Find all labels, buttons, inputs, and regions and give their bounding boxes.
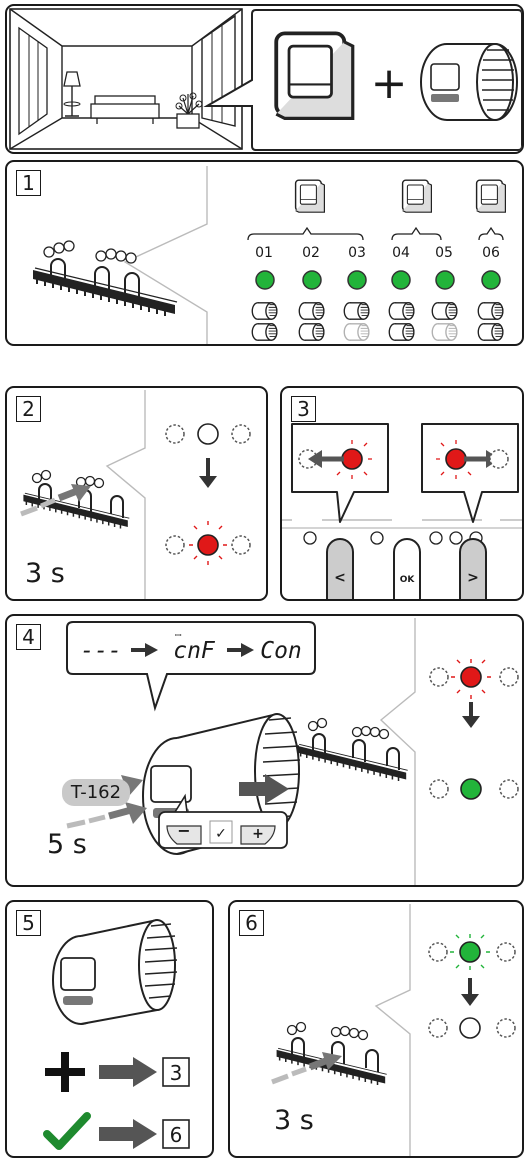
led-off-to-red-sequence	[165, 423, 251, 565]
led-off-icon	[197, 423, 219, 445]
step-number: 6	[239, 910, 264, 936]
plus-key-icon: +	[252, 826, 264, 842]
led-off-icon	[459, 1017, 481, 1039]
display-value-connected: Con	[260, 638, 302, 664]
done-row: 6	[43, 1112, 190, 1150]
prev-button-label: <	[334, 570, 346, 586]
led-green-icon	[459, 941, 481, 963]
done-check-icon	[43, 1112, 91, 1150]
step-number: 4	[16, 624, 41, 650]
channel-label: 03	[348, 245, 366, 261]
actuator-registration-illustration: ꟷ	[66, 618, 519, 885]
controller-press-illustration	[271, 904, 411, 1156]
display-sequence: --- cnF Con − ✓ +	[80, 638, 302, 842]
display-value-config: cnF	[173, 638, 216, 664]
add-plus-icon	[45, 1052, 85, 1092]
display-value-searching: ---	[80, 638, 122, 664]
step-6-panel: 6 3 s	[228, 900, 524, 1158]
channel-thermostats	[247, 179, 507, 241]
channel-actuators	[251, 302, 504, 341]
led-green-icon	[481, 270, 501, 290]
goto-step-6: 6	[170, 1123, 183, 1147]
channel-label: 01	[255, 245, 273, 261]
step-number: 2	[16, 396, 41, 422]
channel-label: 06	[482, 245, 500, 261]
led-red-icon	[445, 448, 467, 470]
navigation-buttons-illustration: < OK >	[282, 423, 522, 599]
led-green-icon	[460, 778, 482, 800]
led-green-icon	[302, 270, 322, 290]
next-button-label: >	[467, 570, 479, 586]
step-number: 5	[16, 910, 41, 936]
ok-button-label: OK	[400, 575, 416, 585]
press-duration: 3 s	[25, 558, 65, 589]
add-more-row: 3	[45, 1052, 190, 1092]
step-2-panel: 2 3 s	[5, 386, 268, 601]
step-1-panel: 1 01 02 03 04 05 06	[5, 160, 524, 346]
actuator-icon	[420, 43, 518, 121]
channel-label: 04	[392, 245, 410, 261]
plus-icon: +	[371, 58, 408, 109]
channel-leds	[255, 270, 501, 290]
led-red-icon	[460, 666, 482, 688]
led-red-icon	[197, 534, 219, 556]
step-number: 1	[16, 170, 41, 196]
controller-press-illustration	[20, 390, 146, 599]
model-badge: T-162	[62, 779, 130, 806]
channel-label: 02	[302, 245, 320, 261]
step-3-panel: 3 < OK >	[280, 386, 524, 601]
led-green-icon	[255, 270, 275, 290]
channel-label: 05	[435, 245, 453, 261]
intro-panel: +	[5, 4, 524, 154]
channel-labels: 01 02 03 04 05 06	[255, 245, 500, 261]
step-4-panel: 4 ꟷ	[5, 614, 524, 887]
led-green-to-off-sequence	[428, 934, 516, 1039]
minus-key-icon: −	[177, 821, 190, 840]
led-red-icon	[341, 448, 363, 470]
svg-text:ꟷ: ꟷ	[175, 631, 182, 640]
press-duration: 5 s	[47, 829, 87, 860]
controller-zoom-callout	[32, 166, 208, 344]
led-green-icon	[435, 270, 455, 290]
svg-text:+: +	[371, 58, 408, 109]
press-duration: 3 s	[274, 1105, 314, 1136]
check-key-icon: ✓	[215, 826, 227, 842]
led-green-icon	[347, 270, 367, 290]
step-number: 3	[291, 396, 316, 422]
goto-step-3: 3	[170, 1061, 183, 1085]
step-5-panel: 5 3 6	[5, 900, 214, 1158]
actuator-icon	[52, 918, 178, 1025]
led-green-icon	[391, 270, 411, 290]
